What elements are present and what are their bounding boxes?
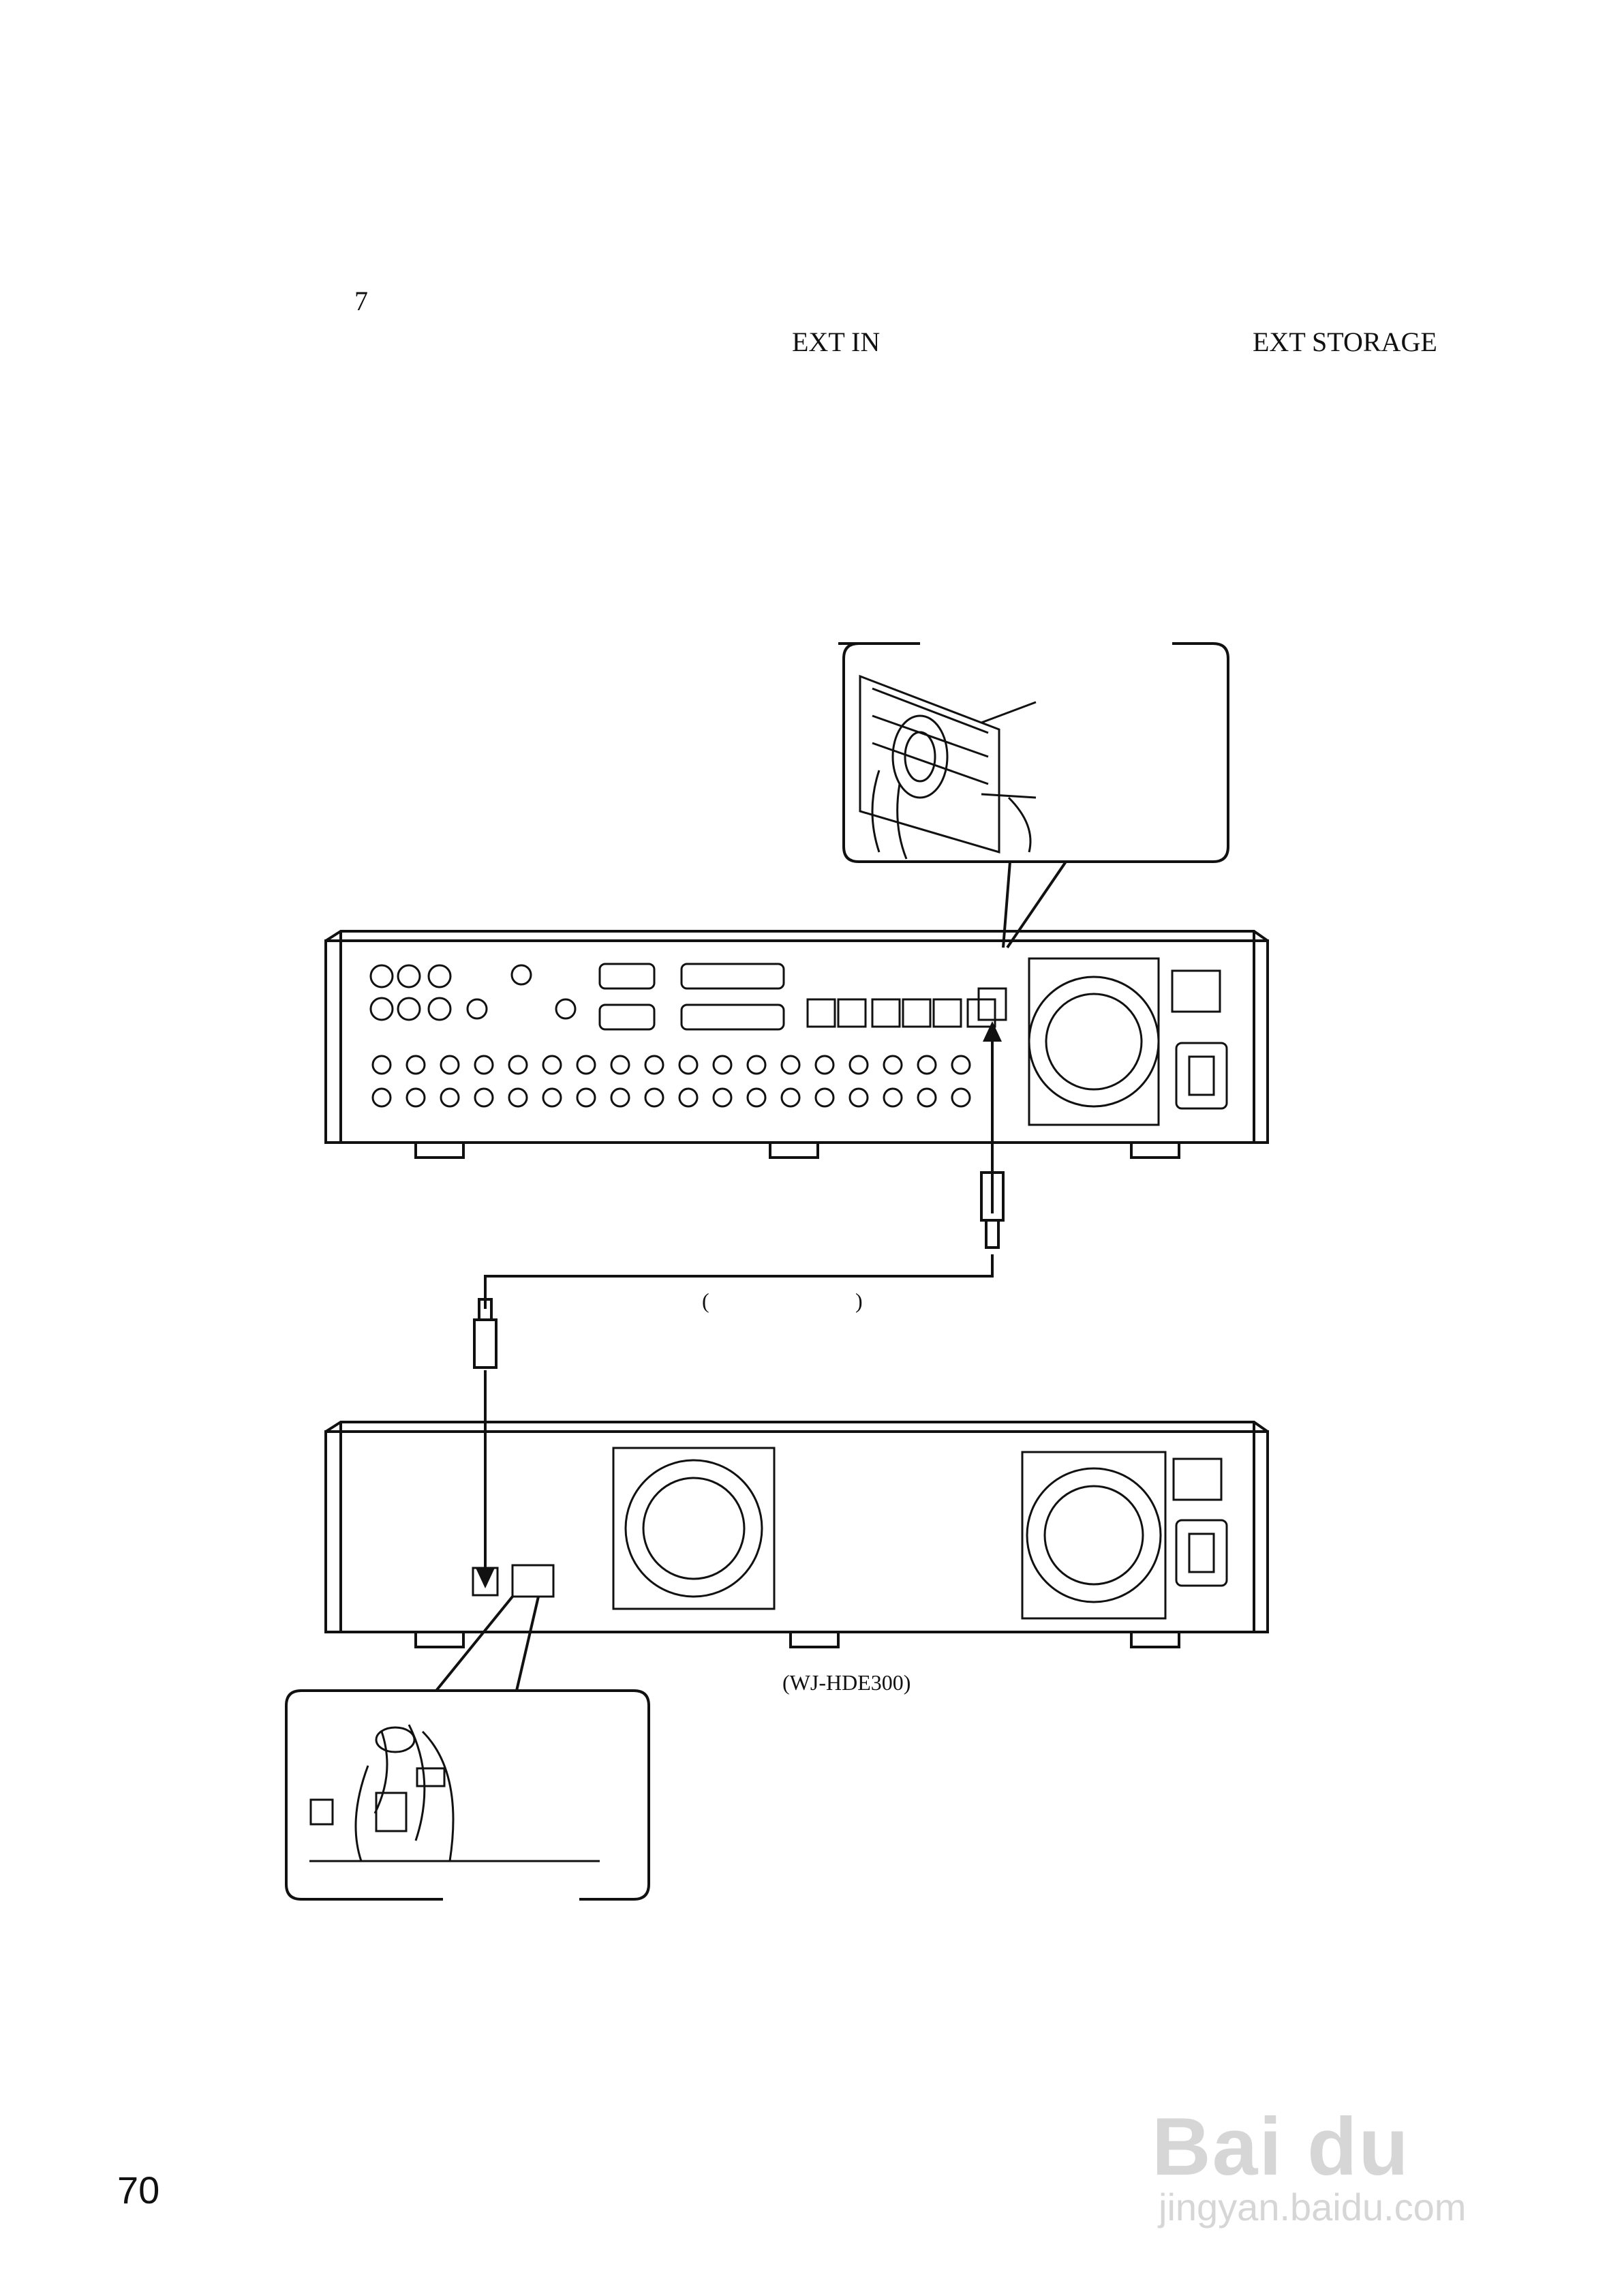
cable-note-open: ( (702, 1288, 709, 1313)
recorder-fan (1028, 957, 1160, 1126)
recorder-bnc-ports (369, 964, 971, 1108)
storage-model-label: (WJ-HDE300) (782, 1670, 911, 1695)
recorder-feet (414, 1141, 1180, 1159)
recorder-ext-storage-port (977, 987, 1007, 1021)
recorder-body (324, 939, 1269, 1144)
cable-note-close: ) (855, 1288, 863, 1313)
top-callout-pointer (1002, 860, 1067, 949)
bottom-callout-connector-illustration (309, 1724, 600, 1862)
bottom-callout-pointer (435, 1595, 540, 1692)
storage-feet (414, 1631, 1180, 1648)
top-callout-connector-illustration (859, 674, 1037, 860)
body-text-line2-ext-storage: EXT STORAGE (1253, 327, 1437, 357)
storage-fans (612, 1447, 1167, 1620)
watermark-brand: Bai du (1152, 2101, 1410, 2192)
body-text-line2-ext-in: EXT IN (792, 327, 881, 357)
storage-ext-out-ports (511, 1564, 555, 1598)
recorder-power-section (1171, 969, 1228, 1110)
cable-plug-storage (473, 1298, 498, 1369)
recorder-dsub-ports (598, 963, 785, 1031)
cable-plug-recorder (980, 1171, 1005, 1249)
body-text-line1-middle: 7 (354, 286, 368, 316)
recorder-lan-ports (806, 998, 996, 1028)
storage-power-section (1172, 1457, 1228, 1587)
storage-body (324, 1430, 1269, 1633)
bottom-callout (285, 1689, 650, 1901)
arrowhead-down (476, 1568, 495, 1588)
top-callout (838, 642, 1229, 863)
arrowhead-up (983, 1021, 1002, 1042)
watermark-site: jingyan.baidu.com (1159, 2186, 1467, 2229)
connection-cable (484, 1163, 994, 1408)
page-number: 70 (117, 2169, 160, 2211)
